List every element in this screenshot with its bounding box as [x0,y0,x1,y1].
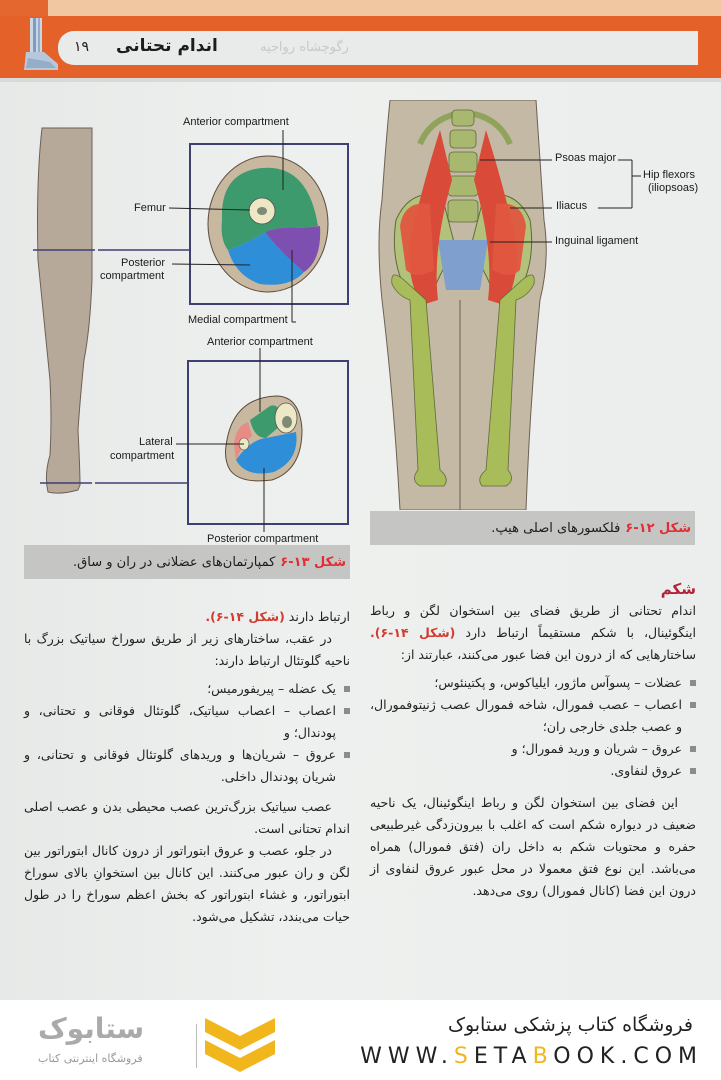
header-top-strip [48,0,721,16]
url-part: ETA [473,1044,533,1069]
hip-flexors-illustration [378,99,641,511]
gluteal-structures-list: یک عضله – پیریفورمیس؛ اعصاب – اعصاب سیات… [24,678,350,788]
label-lateral-compartment: Lateral [139,436,173,448]
section-heading-abdomen: شکم [660,580,696,598]
list-item: اعصاب – عصب فمورال، شاخه فمورال عصب ژنیت… [370,694,696,738]
label-posterior-compartment-leg: Posterior compartment [207,533,319,545]
figure-12-number: شکل ۱۲-۶ [625,520,691,536]
abdomen-intro-text: اندام تحتانی از طریق فضای بین استخوان لگ… [370,603,696,640]
foot-skeleton-icon [24,18,58,70]
figure-14-reference-link[interactable]: (شکل ۱۴-۶). [205,609,285,624]
label-anterior-compartment-leg: Anterior compartment [207,336,313,348]
sciatic-nerve-paragraph: عصب سیاتیک بزرگ‌ترین عصب محیطی بدن و عصب… [24,799,350,836]
store-url-link[interactable]: WWW.SETABOOK.COM [360,1044,703,1069]
brand-tagline: فروشگاه اینترنتی کتاب [38,1052,143,1065]
figure-13-caption-text: کمپارتمان‌های عضلانی در ران و ساق. [73,554,276,570]
figure-13-number: شکل ۱۳-۶ [280,554,346,570]
url-part-highlight: B [532,1044,554,1069]
label-femur: Femur [134,202,166,214]
bleed-through-text: رگوچشاه رواجیه [260,40,349,55]
store-name: فروشگاه کتاب پزشکی ستابوک [447,1014,693,1036]
femoral-hernia-paragraph: این فضای بین استخوان لگن و رباط اینگوئین… [370,795,696,898]
figure-hip-flexors: Psoas major Iliacus Hip flexors (iliopso… [360,99,721,511]
book-page: ۱۹ اندام تحتانی رگوچشاه رواجیه [0,0,721,1000]
list-item: اعصاب – اعصاب سیاتیک، گلوتئال فوقانی و ت… [24,700,350,744]
figure-12-caption-text: فلکسورهای اصلی هیپ. [491,520,621,536]
logo-divider [196,1024,197,1068]
url-part: WWW. [360,1044,454,1069]
label-iliacus: Iliacus [556,200,588,212]
sciatic-foramen-paragraph: در عقب، ساختارهای زیر از طریق سوراخ سیات… [24,631,350,668]
list-item: عروق – شریان‌ها و وریدهای گلوتئال فوقانی… [24,744,350,788]
left-text-column: ارتباط دارند (شکل ۱۴-۶). در عقب، ساختاره… [24,606,350,928]
obturator-paragraph: در جلو، عصب و عروق ابتوراتور از درون کان… [24,843,350,924]
leg-compartments-illustration [33,127,349,532]
figure-13-caption: شکل ۱۳-۶ کمپارتمان‌های عضلانی در ران و س… [24,545,350,579]
list-item: عروق – شریان و ورید فمورال؛ و [370,738,696,760]
label-anterior-compartment-thigh: Anterior compartment [183,116,289,128]
page-number: ۱۹ [74,39,90,55]
label-posterior-compartment-thigh: Posterior [121,257,166,269]
inguinal-structures-list: عضلات – پسوآس ماژور، ایلیاکوس، و پکتینئو… [370,672,696,782]
list-item: عروق لنفاوی. [370,760,696,782]
setabook-chevron-logo-icon [205,1018,275,1072]
label-hip-flexors: Hip flexors [643,169,695,181]
label-posterior-compartment-thigh-2: compartment [100,270,165,282]
list-item: یک عضله – پیریفورمیس؛ [24,678,350,700]
url-part: OOK.COM [553,1044,703,1069]
abdomen-intro-paragraph: اندام تحتانی از طریق فضای بین استخوان لگ… [370,600,696,666]
label-psoas-major: Psoas major [555,152,617,164]
header-title-pill [58,31,698,65]
label-medial-compartment: Medial compartment [188,314,288,326]
store-footer: فروشگاه کتاب پزشکی ستابوک WWW.SETABOOK.C… [0,1000,721,1080]
label-iliopsoas: (iliopsoas) [648,182,699,194]
url-part-highlight: S [453,1044,474,1069]
label-inguinal-ligament: Inguinal ligament [555,235,639,247]
header-shadow [0,78,721,82]
chapter-title: اندام تحتانی [116,36,218,56]
continuation-line: ارتباط دارند (شکل ۱۴-۶). [24,606,350,628]
continuation-text: ارتباط دارند [288,609,350,624]
label-lateral-compartment-2: compartment [110,450,175,462]
right-text-column: شکم اندام تحتانی از طریق فضای بین استخوا… [370,578,696,902]
figure-compartments: Anterior compartment Femur Posterior com… [0,100,360,545]
figure-12-caption: شکل ۱۲-۶ فلکسورهای اصلی هیپ. [370,511,695,545]
list-item: عضلات – پسوآس ماژور، ایلیاکوس، و پکتینئو… [370,672,696,694]
brand-logo-text: ستابوک [38,1012,145,1045]
figure-14-reference-link[interactable]: (شکل ۱۴-۶). [370,625,456,640]
abdomen-intro-text-2: ساختارهایی که از درون این فضا عبور می‌کن… [400,647,696,662]
